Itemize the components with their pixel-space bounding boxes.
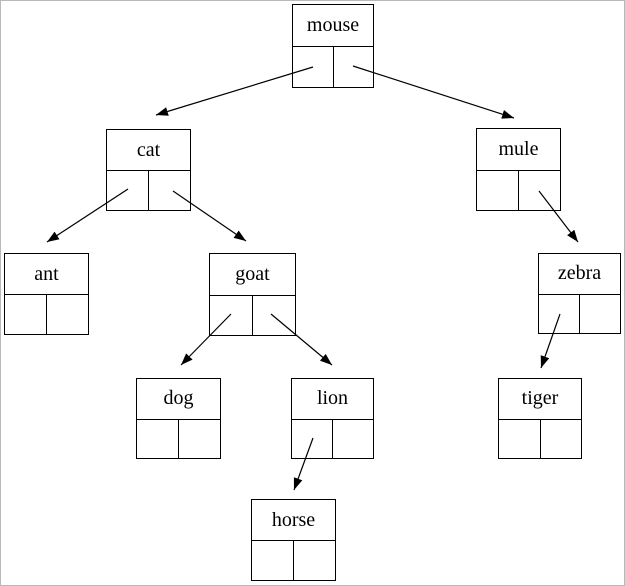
node-pointer-row bbox=[106, 171, 191, 211]
node-label: lion bbox=[291, 378, 374, 420]
right-pointer-cell bbox=[47, 295, 88, 334]
right-pointer-cell bbox=[294, 541, 335, 580]
node-label: zebra bbox=[538, 253, 621, 295]
tree-node-mule: mule bbox=[476, 128, 561, 211]
left-pointer-cell bbox=[539, 294, 580, 333]
node-pointer-row bbox=[251, 541, 336, 581]
tree-node-lion: lion bbox=[291, 378, 374, 459]
node-pointer-row bbox=[4, 295, 89, 335]
node-pointer-row bbox=[209, 295, 296, 336]
left-pointer-cell bbox=[292, 419, 333, 458]
node-label: mule bbox=[476, 128, 561, 171]
tree-node-horse: horse bbox=[251, 499, 336, 581]
tree-node-dog: dog bbox=[136, 378, 221, 459]
tree-node-zebra: zebra bbox=[538, 253, 621, 334]
left-pointer-cell bbox=[5, 295, 47, 334]
edge-mouse-right-to-mule bbox=[352, 65, 515, 119]
node-pointer-row bbox=[291, 419, 374, 459]
left-pointer-cell bbox=[252, 541, 294, 580]
right-pointer-cell bbox=[334, 47, 374, 87]
node-label: tiger bbox=[498, 378, 582, 420]
node-label: ant bbox=[4, 253, 89, 296]
right-pointer-cell bbox=[519, 171, 560, 210]
left-pointer-cell bbox=[137, 419, 179, 458]
node-pointer-row bbox=[476, 170, 561, 211]
node-pointer-row bbox=[136, 419, 221, 459]
node-label: mouse bbox=[292, 4, 374, 48]
node-label: dog bbox=[136, 378, 221, 420]
right-pointer-cell bbox=[333, 420, 373, 458]
edge-mouse-left-to-cat bbox=[155, 66, 314, 116]
left-pointer-cell bbox=[107, 171, 149, 210]
right-pointer-cell bbox=[253, 296, 295, 335]
right-pointer-cell bbox=[149, 171, 190, 210]
node-pointer-row bbox=[292, 47, 374, 88]
tree-node-goat: goat bbox=[209, 253, 296, 336]
node-label: cat bbox=[106, 129, 191, 172]
left-pointer-cell bbox=[210, 295, 253, 335]
left-pointer-cell bbox=[499, 419, 541, 458]
left-pointer-cell bbox=[293, 47, 334, 87]
right-pointer-cell bbox=[580, 295, 620, 333]
node-label: horse bbox=[251, 499, 336, 542]
left-pointer-cell bbox=[477, 170, 519, 210]
node-pointer-row bbox=[538, 294, 621, 334]
tree-node-cat: cat bbox=[106, 129, 191, 211]
node-pointer-row bbox=[498, 419, 582, 459]
right-pointer-cell bbox=[179, 420, 220, 458]
tree-node-ant: ant bbox=[4, 253, 89, 335]
tree-node-mouse: mouse bbox=[292, 4, 374, 88]
tree-node-tiger: tiger bbox=[498, 378, 582, 459]
right-pointer-cell bbox=[541, 420, 582, 458]
node-label: goat bbox=[209, 253, 296, 296]
